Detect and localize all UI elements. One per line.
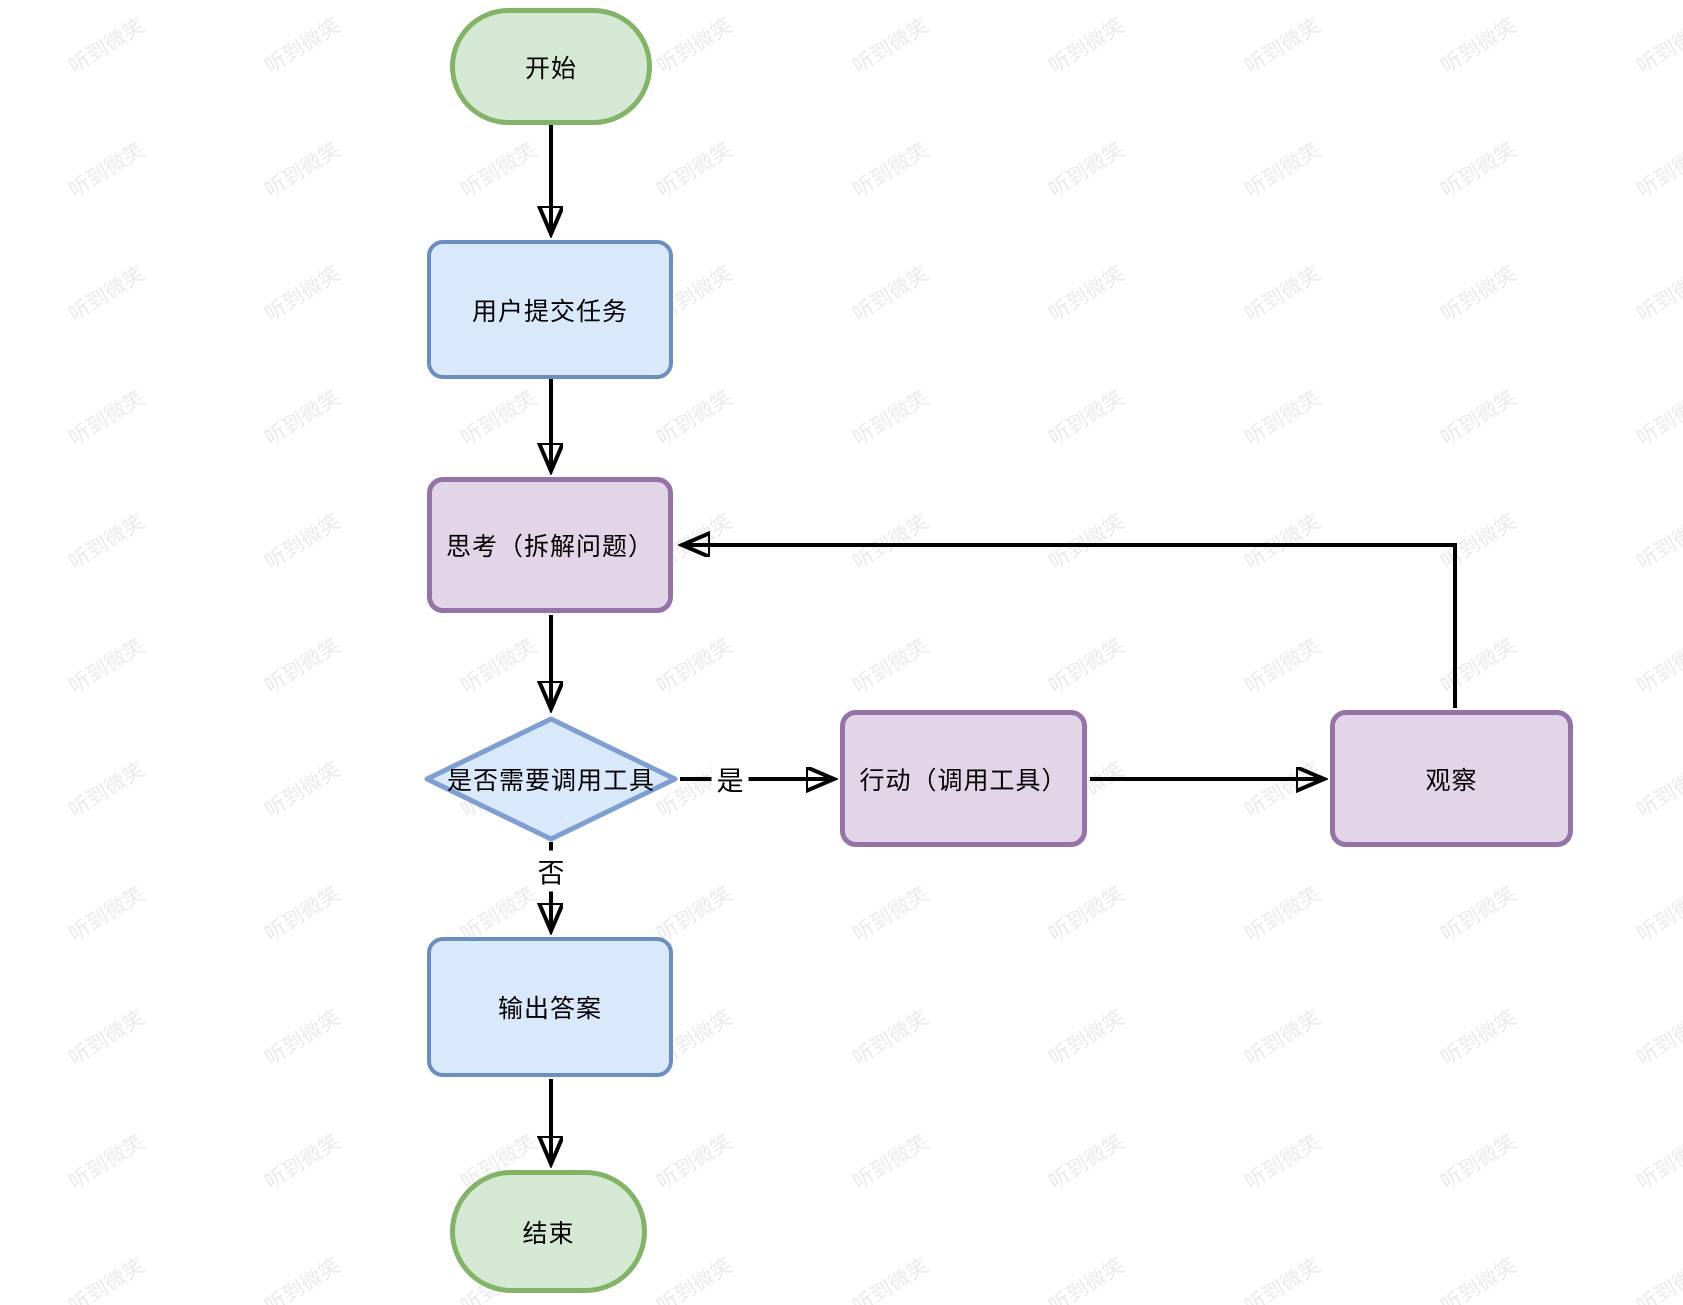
node-think: 思考（拆解问题） <box>427 477 673 613</box>
node-decision: 是否需要调用工具 <box>424 716 678 842</box>
edge-label-no: 否 <box>532 850 570 892</box>
node-observe: 观察 <box>1330 710 1573 847</box>
node-end-label: 结束 <box>522 1219 575 1248</box>
node-output-label: 输出答案 <box>497 995 602 1023</box>
node-user-task: 用户提交任务 <box>427 240 673 379</box>
node-user-task-label: 用户提交任务 <box>471 297 628 326</box>
node-output: 输出答案 <box>427 937 673 1077</box>
edge-label-yes: 是 <box>711 758 749 800</box>
node-end: 结束 <box>450 1170 647 1293</box>
node-action-label: 行动（调用工具） <box>859 766 1068 795</box>
node-decision-label: 是否需要调用工具 <box>446 767 655 795</box>
node-think-label: 思考（拆解问题） <box>445 533 654 561</box>
edge-observe-back-to-think <box>682 545 1457 708</box>
decision-diamond-shape <box>424 716 678 842</box>
node-action: 行动（调用工具） <box>840 710 1087 847</box>
node-start-label: 开始 <box>524 54 577 83</box>
node-start: 开始 <box>450 8 652 125</box>
node-observe-label: 观察 <box>1425 766 1478 795</box>
